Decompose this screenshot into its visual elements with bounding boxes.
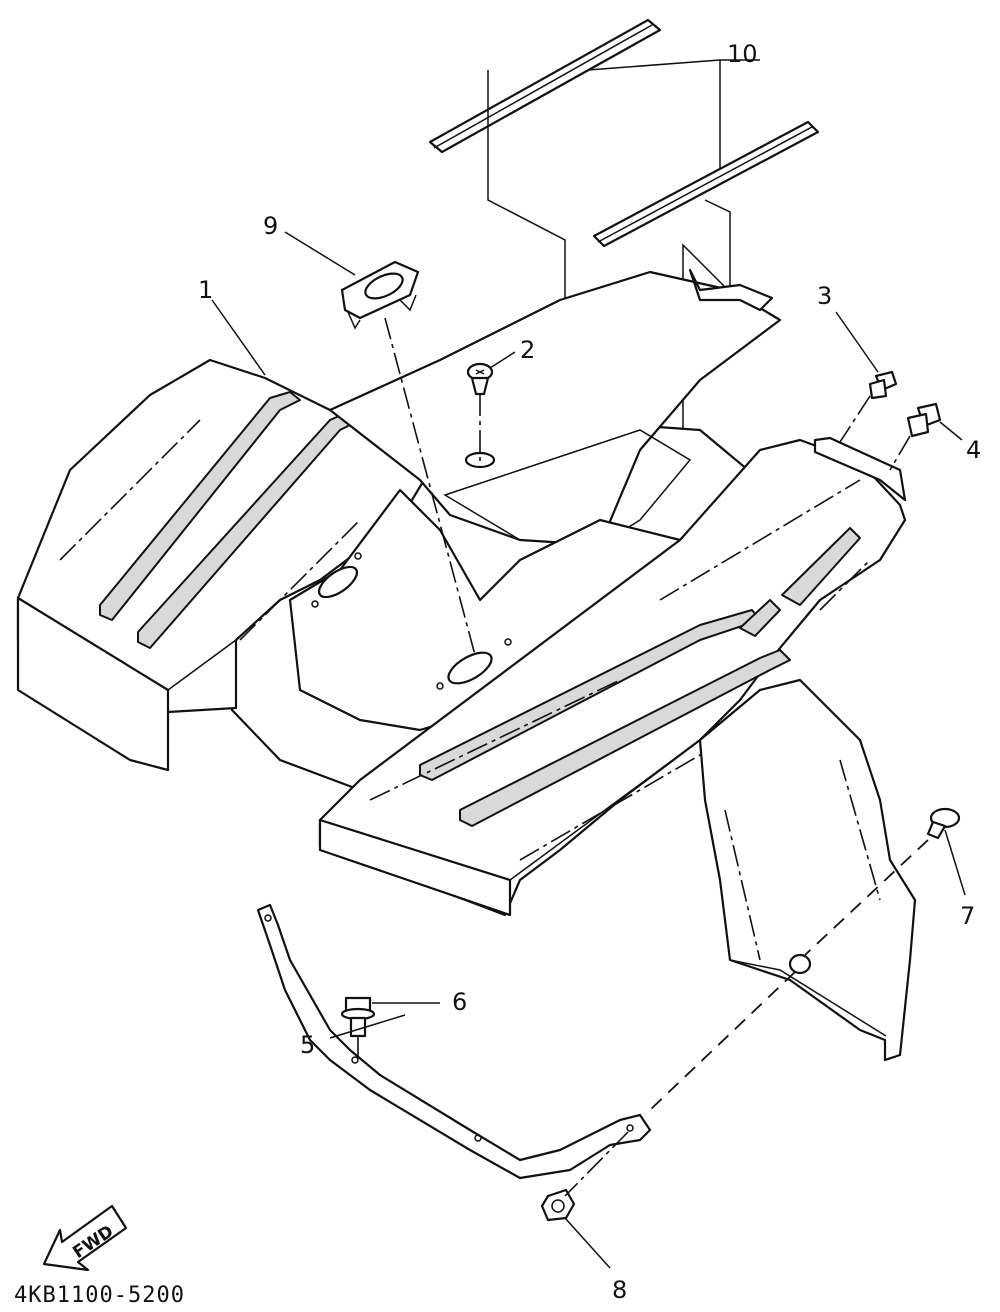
callout-9: 9 [263,212,278,240]
assembly-line-9 [384,317,476,656]
assembly-line-3 [839,395,871,443]
callout-4: 4 [966,436,981,464]
leader-8 [564,1217,611,1269]
strip-upper [428,18,662,154]
fender-stay [256,903,652,1180]
strip-lower [592,120,820,248]
assembly-line-8 [649,971,796,1111]
leader-9 [284,231,356,276]
leader-2 [489,351,516,369]
leader-7 [944,829,966,896]
nut-8 [540,1188,576,1222]
fender-lip [813,436,907,502]
callout-3: 3 [817,282,832,310]
callout-1: 1 [198,276,213,304]
leader-3 [835,311,879,373]
front-fender [16,268,917,1062]
grommet [788,953,812,975]
bolt-4 [906,402,942,438]
callout-8: 8 [612,1276,627,1304]
callout-7: 7 [960,902,975,930]
fwd-arrow-icon: FWD [42,1204,128,1272]
cap-9 [340,260,420,330]
screw-2 [466,362,494,396]
bolt-6 [340,996,376,1038]
diagram-code: 4KB1100-5200 [14,1283,185,1308]
leader-4 [939,421,963,441]
leader-5 [329,1014,406,1039]
assembly-line-7 [804,839,929,956]
callout-10: 10 [727,40,758,68]
leader-10 [587,59,760,168]
callout-5: 5 [300,1031,315,1059]
leader-1 [211,299,266,376]
bolt-3 [868,370,898,400]
assembly-line-8b [564,1131,629,1197]
clip-7 [926,807,961,840]
assembly-line-4 [889,435,911,471]
callout-2: 2 [520,336,535,364]
callout-6: 6 [452,988,467,1016]
